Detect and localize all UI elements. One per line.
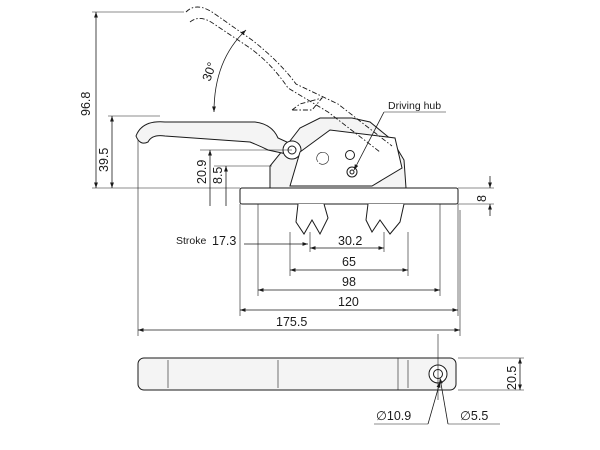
dim-120: 120	[239, 204, 459, 316]
inner-diameter-label: ∅5.5	[460, 409, 488, 423]
dim-overall-length: 175.5	[137, 140, 461, 336]
driving-hub-callout: Driving hub	[353, 100, 446, 171]
dim-98: 98	[257, 204, 441, 296]
driving-hub-center	[349, 169, 355, 175]
overall-height-label: 96.8	[79, 92, 93, 116]
open-angle-label: 30°	[200, 60, 220, 83]
open-handle-phantom	[185, 6, 393, 153]
outer-diameter-label: ∅10.9	[376, 409, 411, 423]
dim-overall-height: 96.8	[79, 11, 240, 189]
dim-65-label: 65	[342, 255, 356, 269]
base-thickness-label: 8	[475, 195, 489, 202]
dim-base-thickness: 8	[458, 176, 494, 216]
handle-height-label: 39.5	[97, 148, 111, 172]
dim-65: 65	[289, 232, 409, 276]
dim-98-label: 98	[342, 275, 356, 289]
side-body	[137, 357, 457, 391]
base-plate	[239, 187, 459, 205]
stroke-label: Stroke	[176, 235, 207, 247]
latch-front-view	[135, 6, 459, 236]
base-width-label: 120	[338, 295, 359, 309]
spring-circle	[316, 152, 329, 165]
dim-open-angle: 30°	[200, 29, 247, 113]
dim-stroke: Stroke 17.3 30.2	[176, 232, 385, 252]
dim-pivot: 20.9 8.5	[195, 149, 292, 206]
latch-side-view	[137, 357, 457, 391]
bolt-gap-label: 30.2	[338, 234, 362, 248]
open-tab-outline	[290, 97, 324, 111]
dim-diameters: ∅10.9 ∅5.5	[374, 334, 500, 425]
pivot-offset-label: 8.5	[211, 167, 225, 184]
link-hole	[345, 150, 355, 160]
dim-side-height: 20.5	[458, 357, 524, 391]
latch-bolts	[295, 203, 405, 236]
pivot-height-label: 20.9	[195, 160, 209, 184]
dim-handle-height: 39.5	[97, 115, 160, 188]
stroke-value: 17.3	[212, 234, 236, 248]
driving-hub-label: Driving hub	[388, 100, 441, 112]
latch-handle	[135, 121, 301, 157]
overall-length-label: 175.5	[276, 315, 307, 329]
side-height-label: 20.5	[505, 366, 519, 390]
